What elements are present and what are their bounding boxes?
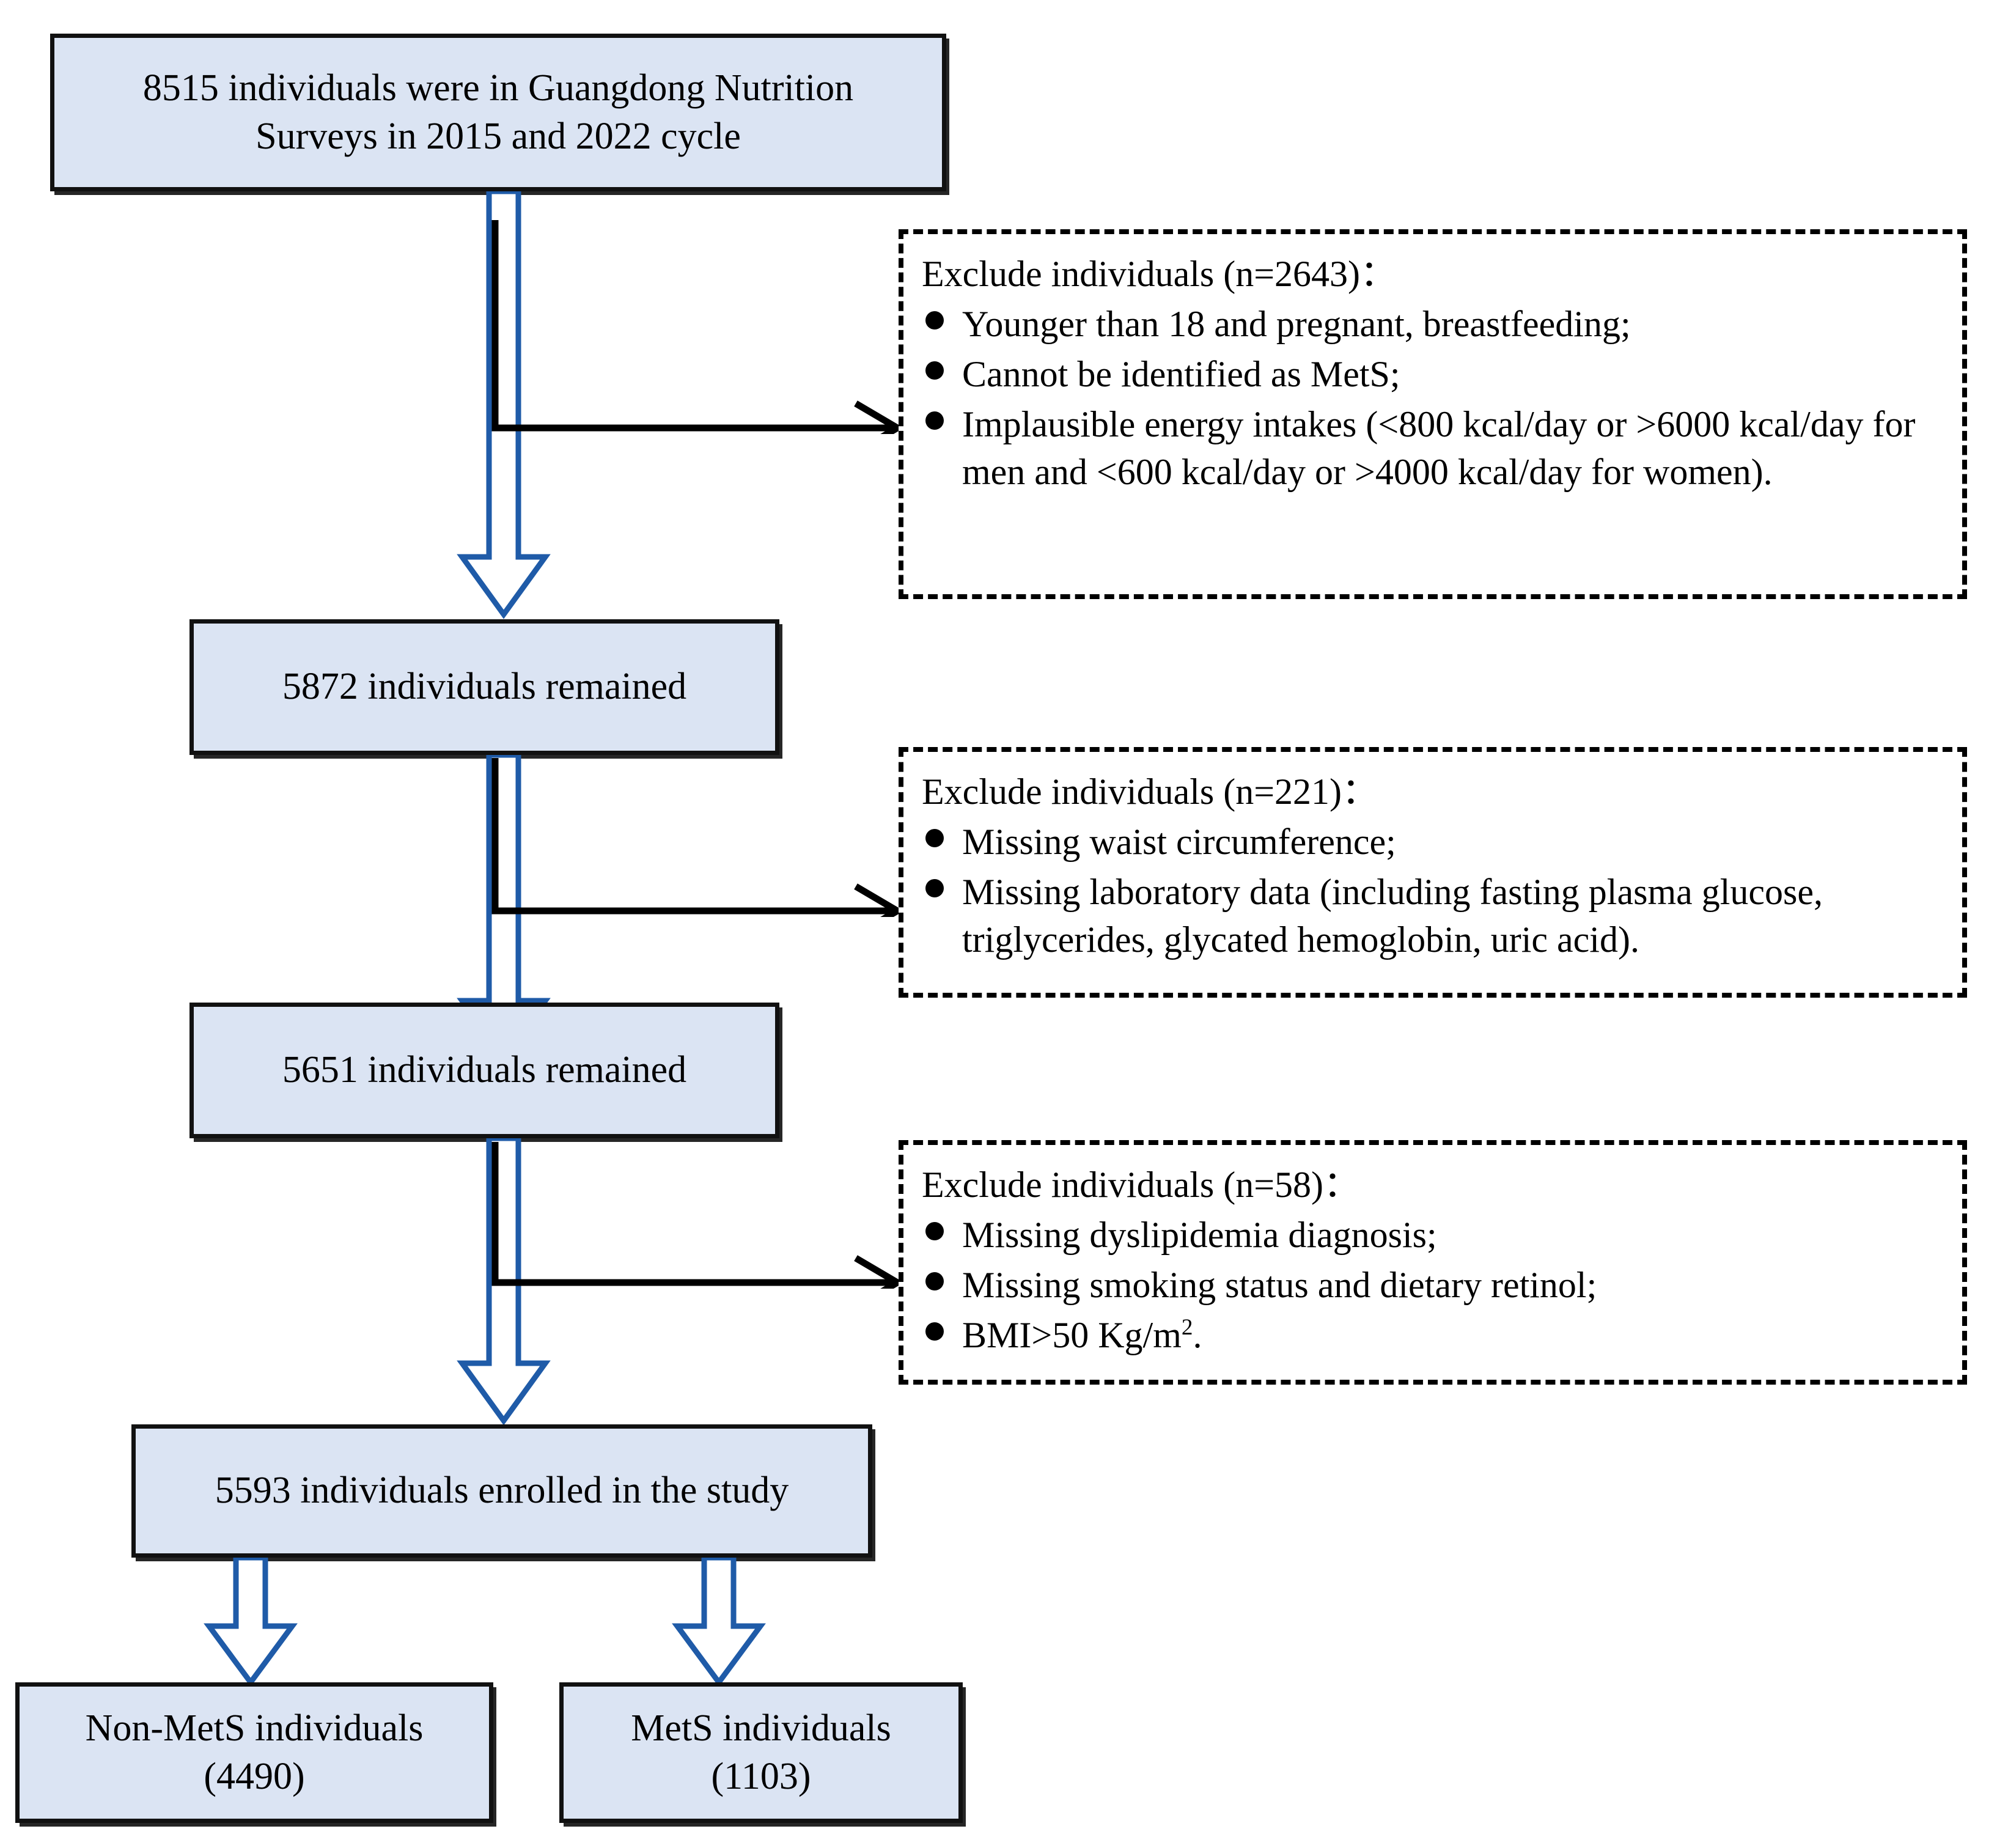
arrow-source-to-remained1	[455, 191, 553, 620]
list-item: Missing waist circumference;	[922, 818, 1945, 866]
bullet-icon	[925, 311, 944, 329]
node-enrolled-5593: 5593 individuals enrolled in the study	[131, 1424, 872, 1558]
exclusion-3-heading: Exclude individuals (n=58)：	[922, 1165, 1361, 1205]
bullet-icon	[925, 411, 944, 430]
mets-label: MetS individuals	[631, 1707, 891, 1749]
source-line-2: Surveys in 2015 and 2022 cycle	[256, 116, 741, 157]
source-line-1: 8515 individuals were in Guangdong Nutri…	[142, 67, 854, 109]
node-remained-5651-text: 5651 individuals remained	[282, 1049, 687, 1091]
list-item: Missing laboratory data (including fasti…	[922, 868, 1945, 963]
node-non-mets-text: Non-MetS individuals (4490)	[31, 1704, 478, 1802]
bullet-icon	[925, 1272, 944, 1290]
non-mets-label: Non-MetS individuals	[85, 1707, 424, 1749]
exclusion-3-list: Missing dyslipidemia diagnosis; Missing …	[922, 1211, 1945, 1359]
node-source-population: 8515 individuals were in Guangdong Nutri…	[50, 34, 946, 191]
non-mets-count: (4490)	[204, 1756, 305, 1797]
connector-to-exclusion-1	[489, 220, 911, 434]
exclusion-1-item-2: Cannot be identified as MetS;	[962, 354, 1400, 394]
bullet-icon	[925, 361, 944, 380]
node-mets: MetS individuals (1103)	[559, 1682, 963, 1823]
node-remained-5872-text: 5872 individuals remained	[282, 666, 687, 708]
exclusion-3-item-3: BMI>50 Kg/m	[962, 1315, 1182, 1355]
node-remained-5872: 5872 individuals remained	[189, 619, 779, 755]
exclusion-3-item-3-suffix: .	[1193, 1315, 1202, 1355]
list-item: Missing smoking status and dietary retin…	[922, 1261, 1945, 1309]
exclusion-1-heading: Exclude individuals (n=2643)：	[922, 254, 1397, 294]
node-source-population-text: 8515 individuals were in Guangdong Nutri…	[65, 64, 931, 161]
arrow-enrolled-to-mets	[670, 1558, 768, 1686]
node-remained-5651: 5651 individuals remained	[189, 1003, 779, 1138]
exclusion-3-item-2: Missing smoking status and dietary retin…	[962, 1265, 1597, 1305]
exclusion-3-item-1: Missing dyslipidemia diagnosis;	[962, 1215, 1437, 1255]
bullet-icon	[925, 1222, 944, 1240]
list-item: BMI>50 Kg/m2.	[922, 1311, 1945, 1359]
exclusion-2-heading: Exclude individuals (n=221)：	[922, 771, 1379, 812]
node-non-mets: Non-MetS individuals (4490)	[15, 1682, 493, 1823]
bullet-icon	[925, 879, 944, 897]
mets-count: (1103)	[711, 1756, 811, 1797]
exclusion-box-3: Exclude individuals (n=58)： Missing dysl…	[899, 1140, 1967, 1385]
exclusion-3-item-3-superscript: 2	[1181, 1315, 1193, 1340]
node-mets-text: MetS individuals (1103)	[575, 1704, 947, 1802]
exclusion-1-item-1: Younger than 18 and pregnant, breastfeed…	[962, 304, 1631, 344]
exclusion-box-1: Exclude individuals (n=2643)： Younger th…	[899, 229, 1967, 599]
list-item: Cannot be identified as MetS;	[922, 350, 1945, 398]
node-enrolled-5593-text: 5593 individuals enrolled in the study	[215, 1470, 789, 1512]
exclusion-box-2: Exclude individuals (n=221)： Missing wai…	[899, 747, 1967, 998]
list-item: Younger than 18 and pregnant, breastfeed…	[922, 300, 1945, 348]
list-item: Implausible energy intakes (<800 kcal/da…	[922, 400, 1945, 496]
connector-to-exclusion-3	[489, 1142, 911, 1289]
exclusion-1-list: Younger than 18 and pregnant, breastfeed…	[922, 300, 1945, 496]
connector-to-exclusion-2	[489, 758, 911, 917]
exclusion-2-item-2: Missing laboratory data (including fasti…	[962, 872, 1823, 960]
list-item: Missing dyslipidemia diagnosis;	[922, 1211, 1945, 1259]
bullet-icon	[925, 829, 944, 847]
exclusion-2-item-1: Missing waist circumference;	[962, 822, 1396, 862]
exclusion-1-item-3: Implausible energy intakes (<800 kcal/da…	[962, 404, 1916, 492]
bullet-icon	[925, 1322, 944, 1341]
exclusion-2-list: Missing waist circumference; Missing lab…	[922, 818, 1945, 963]
arrow-enrolled-to-non-mets	[202, 1558, 300, 1686]
